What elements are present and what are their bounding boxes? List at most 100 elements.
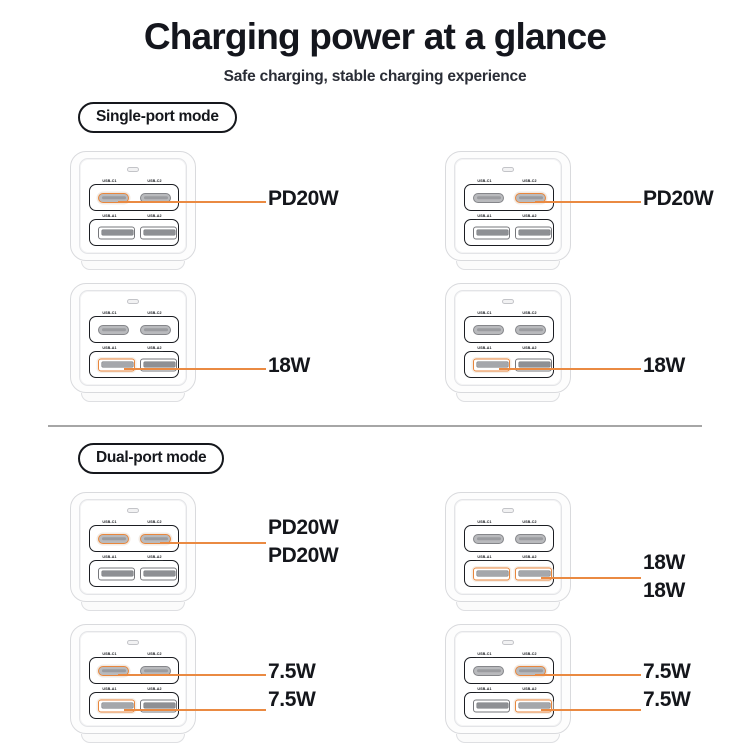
port-a2[interactable]: [140, 358, 177, 372]
usb-c-connector-icon: [140, 192, 171, 203]
wattage-value: PD20W: [268, 516, 339, 540]
usb-c-port-group: USB-C1 USB-C2: [89, 180, 179, 212]
port-a2-active[interactable]: [515, 699, 552, 713]
led-indicator-icon: [127, 640, 139, 646]
port-a2[interactable]: [515, 226, 552, 240]
port-a1-active[interactable]: [98, 358, 135, 372]
port-label-a1: USB-A1: [100, 346, 119, 352]
wattage-labels: 18W: [643, 352, 685, 380]
port-a1-active[interactable]: [98, 699, 135, 713]
port-c1[interactable]: [473, 324, 504, 335]
port-label-a2: USB-A2: [145, 687, 164, 693]
port-a2[interactable]: [140, 226, 177, 240]
led-indicator-icon: [127, 167, 139, 173]
port-c1-active[interactable]: [98, 192, 129, 203]
port-c1[interactable]: [473, 192, 504, 203]
usb-a-connector-icon: [98, 226, 135, 240]
port-c2[interactable]: [140, 192, 171, 203]
port-label-a1: USB-A1: [475, 214, 494, 220]
port-c1[interactable]: [473, 533, 504, 544]
port-c1-active[interactable]: [98, 533, 129, 544]
port-label-a2: USB-A2: [145, 214, 164, 220]
usb-a-port-group: USB-A1 USB-A2: [464, 688, 554, 720]
port-c1-active[interactable]: [98, 665, 129, 676]
port-label-a2: USB-A2: [520, 687, 539, 693]
port-a1[interactable]: [473, 226, 510, 240]
charger-base: [456, 393, 560, 403]
port-c2-active[interactable]: [140, 533, 171, 544]
usb-c-connector-icon: [515, 324, 546, 335]
section-mode-badge: Single-port mode: [78, 102, 237, 134]
port-a1[interactable]: [98, 226, 135, 240]
port-c2[interactable]: [140, 665, 171, 676]
usb-c-connector-icon: [515, 533, 546, 544]
usb-a-connector-icon: [98, 567, 135, 581]
usb-a-connector-icon: [98, 358, 135, 372]
usb-c-connector-icon: [515, 665, 546, 676]
usb-a-connector-icon: [473, 358, 510, 372]
port-c1[interactable]: [98, 324, 129, 335]
port-a2[interactable]: [140, 567, 177, 581]
port-a1-active[interactable]: [473, 567, 510, 581]
port-a2[interactable]: [515, 358, 552, 372]
usb-a-connector-icon: [98, 699, 135, 713]
port-label-c1: USB-C1: [475, 520, 494, 526]
port-a2[interactable]: [140, 699, 177, 713]
usb-a-connector-icon: [515, 699, 552, 713]
section-mode-badge: Dual-port mode: [78, 443, 225, 475]
usb-c-connector-icon: [98, 324, 129, 335]
port-label-a1: USB-A1: [475, 687, 494, 693]
port-a1-active[interactable]: [473, 358, 510, 372]
usb-c-connector-icon: [140, 533, 171, 544]
port-label-c1: USB-C1: [100, 179, 119, 185]
port-c2-active[interactable]: [515, 192, 546, 203]
charger-base: [81, 261, 185, 271]
page-title: Charging power at a glance: [143, 16, 607, 57]
wattage-value: 18W: [268, 354, 310, 378]
port-c2-active[interactable]: [515, 665, 546, 676]
port-a1[interactable]: [98, 567, 135, 581]
port-c2[interactable]: [515, 324, 546, 335]
port-c2[interactable]: [140, 324, 171, 335]
port-label-c2: USB-C2: [520, 520, 539, 526]
port-label-c2: USB-C2: [145, 179, 164, 185]
port-c1[interactable]: [473, 665, 504, 676]
port-label-a1: USB-A1: [100, 214, 119, 220]
usb-c-connector-icon: [98, 192, 129, 203]
page-header: Charging power at a glance Safe charging…: [0, 0, 750, 86]
port-label-a1: USB-A1: [475, 346, 494, 352]
port-label-a2: USB-A2: [520, 346, 539, 352]
usb-a-connector-icon: [140, 567, 177, 581]
led-indicator-icon: [502, 299, 514, 305]
port-a2-active[interactable]: [515, 567, 552, 581]
port-label-c1: USB-C1: [475, 179, 494, 185]
port-a1[interactable]: [473, 699, 510, 713]
port-label-c2: USB-C2: [520, 179, 539, 185]
port-c2[interactable]: [515, 533, 546, 544]
port-label-c2: USB-C2: [145, 311, 164, 317]
charger-base: [81, 602, 185, 612]
